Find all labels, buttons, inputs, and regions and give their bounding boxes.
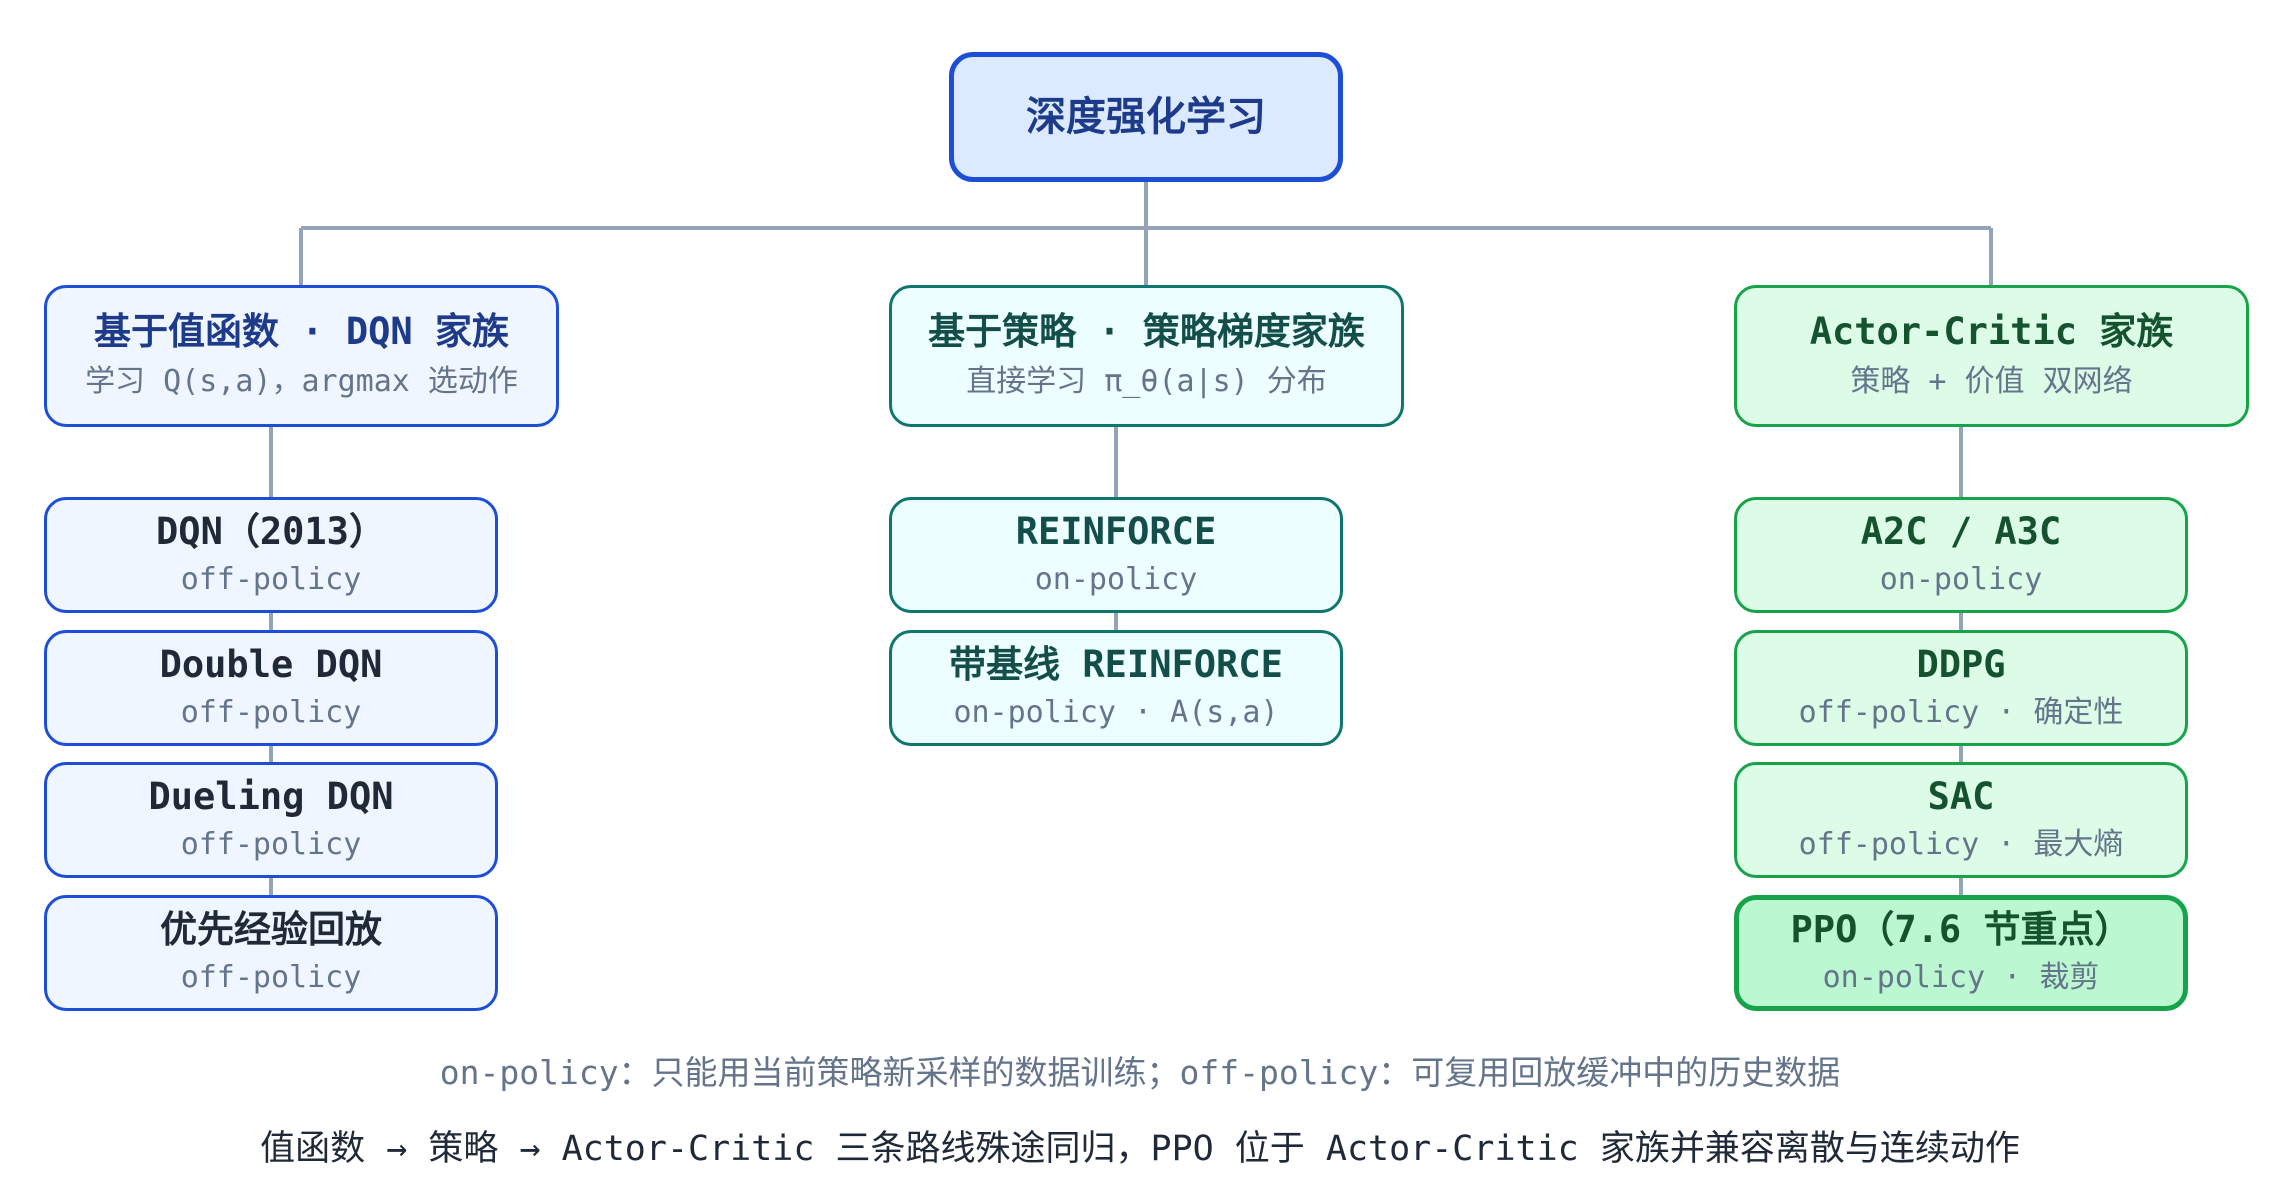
policy-family-node: 基于策略 · 策略梯度家族 直接学习 π_θ(a|s) 分布	[889, 285, 1404, 427]
family-subtitle: 策略 + 价值 双网络	[1850, 363, 2133, 399]
method-subtitle: off-policy	[180, 826, 362, 862]
method-a2c-a3c-node: A2C / A3C on-policy	[1734, 497, 2188, 613]
method-title: 带基线 REINFORCE	[949, 643, 1283, 687]
method-title: Double DQN	[159, 643, 383, 687]
method-subtitle: on-policy	[1879, 561, 2043, 597]
method-title: 优先经验回放	[160, 908, 382, 952]
method-prioritized-replay-node: 优先经验回放 off-policy	[44, 895, 498, 1011]
method-title: REINFORCE	[1015, 510, 1217, 554]
method-title: PPO（7.6 节重点）	[1790, 908, 2132, 952]
method-title: DDPG	[1916, 643, 2006, 687]
method-subtitle: off-policy · 最大熵	[1798, 826, 2124, 862]
method-reinforce-node: REINFORCE on-policy	[889, 497, 1343, 613]
family-title: Actor-Critic 家族	[1809, 310, 2174, 354]
method-subtitle: off-policy	[180, 959, 362, 995]
method-subtitle: off-policy	[180, 561, 362, 597]
method-title: A2C / A3C	[1860, 510, 2062, 554]
method-subtitle: on-policy	[1034, 561, 1198, 597]
method-subtitle: off-policy · 确定性	[1798, 694, 2124, 730]
method-sac-node: SAC off-policy · 最大熵	[1734, 762, 2188, 878]
summary-note: 值函数 → 策略 → Actor-Critic 三条路线殊途同归，PPO 位于 …	[260, 1129, 2020, 1169]
method-dueling-dqn-node: Dueling DQN off-policy	[44, 762, 498, 878]
method-ppo-node: PPO（7.6 节重点） on-policy · 裁剪	[1734, 895, 2188, 1011]
family-subtitle: 直接学习 π_θ(a|s) 分布	[966, 363, 1327, 399]
family-subtitle: 学习 Q(s,a)，argmax 选动作	[85, 363, 518, 399]
family-title: 基于策略 · 策略梯度家族	[928, 310, 1365, 354]
family-title: 基于值函数 · DQN 家族	[94, 310, 509, 354]
root-title: 深度强化学习	[1026, 94, 1266, 140]
policy-legend-note: on-policy：只能用当前策略新采样的数据训练；off-policy：可复用…	[439, 1053, 1841, 1092]
method-reinforce-baseline-node: 带基线 REINFORCE on-policy · A(s,a)	[889, 630, 1343, 746]
root-node: 深度强化学习	[949, 52, 1343, 182]
actor-critic-family-node: Actor-Critic 家族 策略 + 价值 双网络	[1734, 285, 2249, 427]
method-double-dqn-node: Double DQN off-policy	[44, 630, 498, 746]
method-title: Dueling DQN	[148, 775, 394, 819]
method-dqn-node: DQN（2013） off-policy	[44, 497, 498, 613]
method-title: DQN（2013）	[156, 510, 386, 554]
value-family-node: 基于值函数 · DQN 家族 学习 Q(s,a)，argmax 选动作	[44, 285, 559, 427]
method-ddpg-node: DDPG off-policy · 确定性	[1734, 630, 2188, 746]
method-subtitle: on-policy · A(s,a)	[953, 694, 1279, 730]
method-title: SAC	[1927, 775, 1995, 819]
method-subtitle: off-policy	[180, 694, 362, 730]
method-subtitle: on-policy · 裁剪	[1822, 959, 2100, 995]
